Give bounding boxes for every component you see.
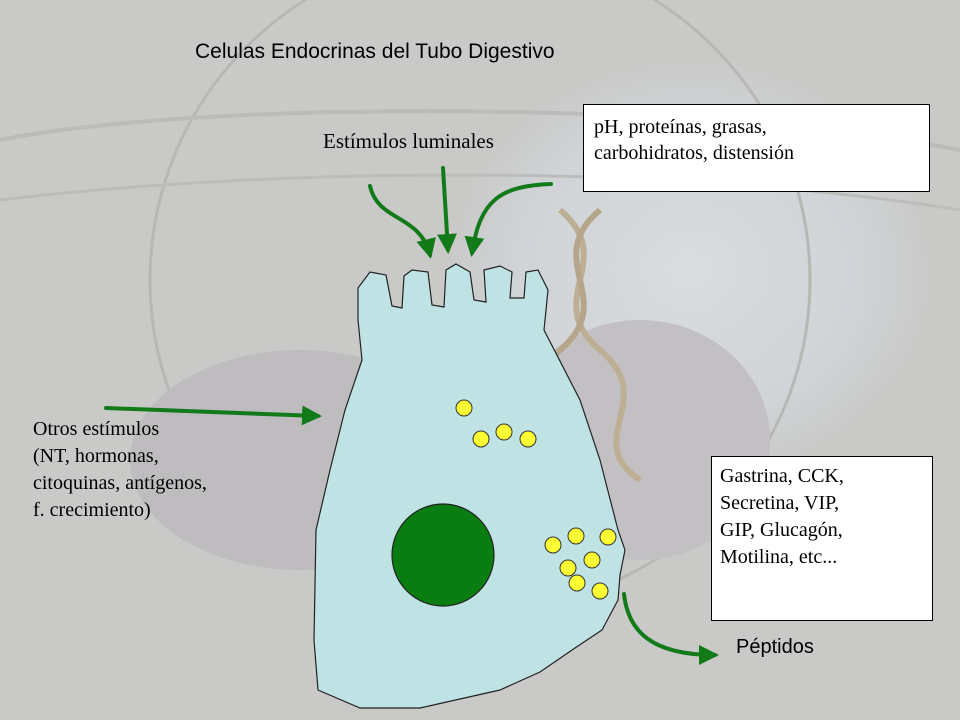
luminal-stimuli-box: pH, proteínas, grasas, carbohidratos, di… <box>583 104 930 192</box>
secretion-arrow <box>622 592 719 665</box>
cell-nucleus <box>391 503 495 607</box>
endocrine-cell-body <box>313 263 626 709</box>
hormone-line: GIP, Glucagón, <box>720 519 843 541</box>
secretory-granules <box>455 399 617 600</box>
granule <box>583 551 601 569</box>
luminal-arrow-left <box>368 184 436 259</box>
other-stimuli-line: citoquinas, antígenos, <box>33 472 207 494</box>
hormone-line: Secretina, VIP, <box>720 492 840 514</box>
arrows <box>104 166 719 665</box>
other-stimuli-line: f. crecimiento) <box>33 499 151 521</box>
other-stimuli-arrow <box>104 405 322 426</box>
granule <box>591 582 609 600</box>
other-stimuli-line: (NT, hormonas, <box>33 445 159 467</box>
other-stimuli-label: Otros estímulos (NT, hormonas, citoquina… <box>33 416 207 524</box>
luminal-stimuli-line: pH, proteínas, grasas, <box>594 116 767 138</box>
granule <box>495 423 513 441</box>
peptides-label: Péptidos <box>736 636 814 658</box>
luminal-arrow-center <box>437 166 458 254</box>
hormones-box: Gastrina, CCK, Secretina, VIP, GIP, Gluc… <box>711 456 933 621</box>
luminal-arrow-right <box>464 182 553 257</box>
granule <box>559 559 577 577</box>
granule <box>567 527 585 545</box>
granule <box>455 399 473 417</box>
granule <box>472 430 490 448</box>
luminal-stimuli-label: Estímulos luminales <box>323 129 494 153</box>
other-stimuli-line: Otros estímulos <box>33 418 160 440</box>
granule <box>568 574 586 592</box>
diagram-title: Celulas Endocrinas del Tubo Digestivo <box>195 40 555 63</box>
hormone-line: Gastrina, CCK, <box>720 465 844 487</box>
granule <box>544 536 562 554</box>
granule <box>519 430 537 448</box>
luminal-stimuli-line: carbohidratos, distensión <box>594 142 794 164</box>
granule <box>599 528 617 546</box>
hormone-line: Motilina, etc... <box>720 546 838 568</box>
